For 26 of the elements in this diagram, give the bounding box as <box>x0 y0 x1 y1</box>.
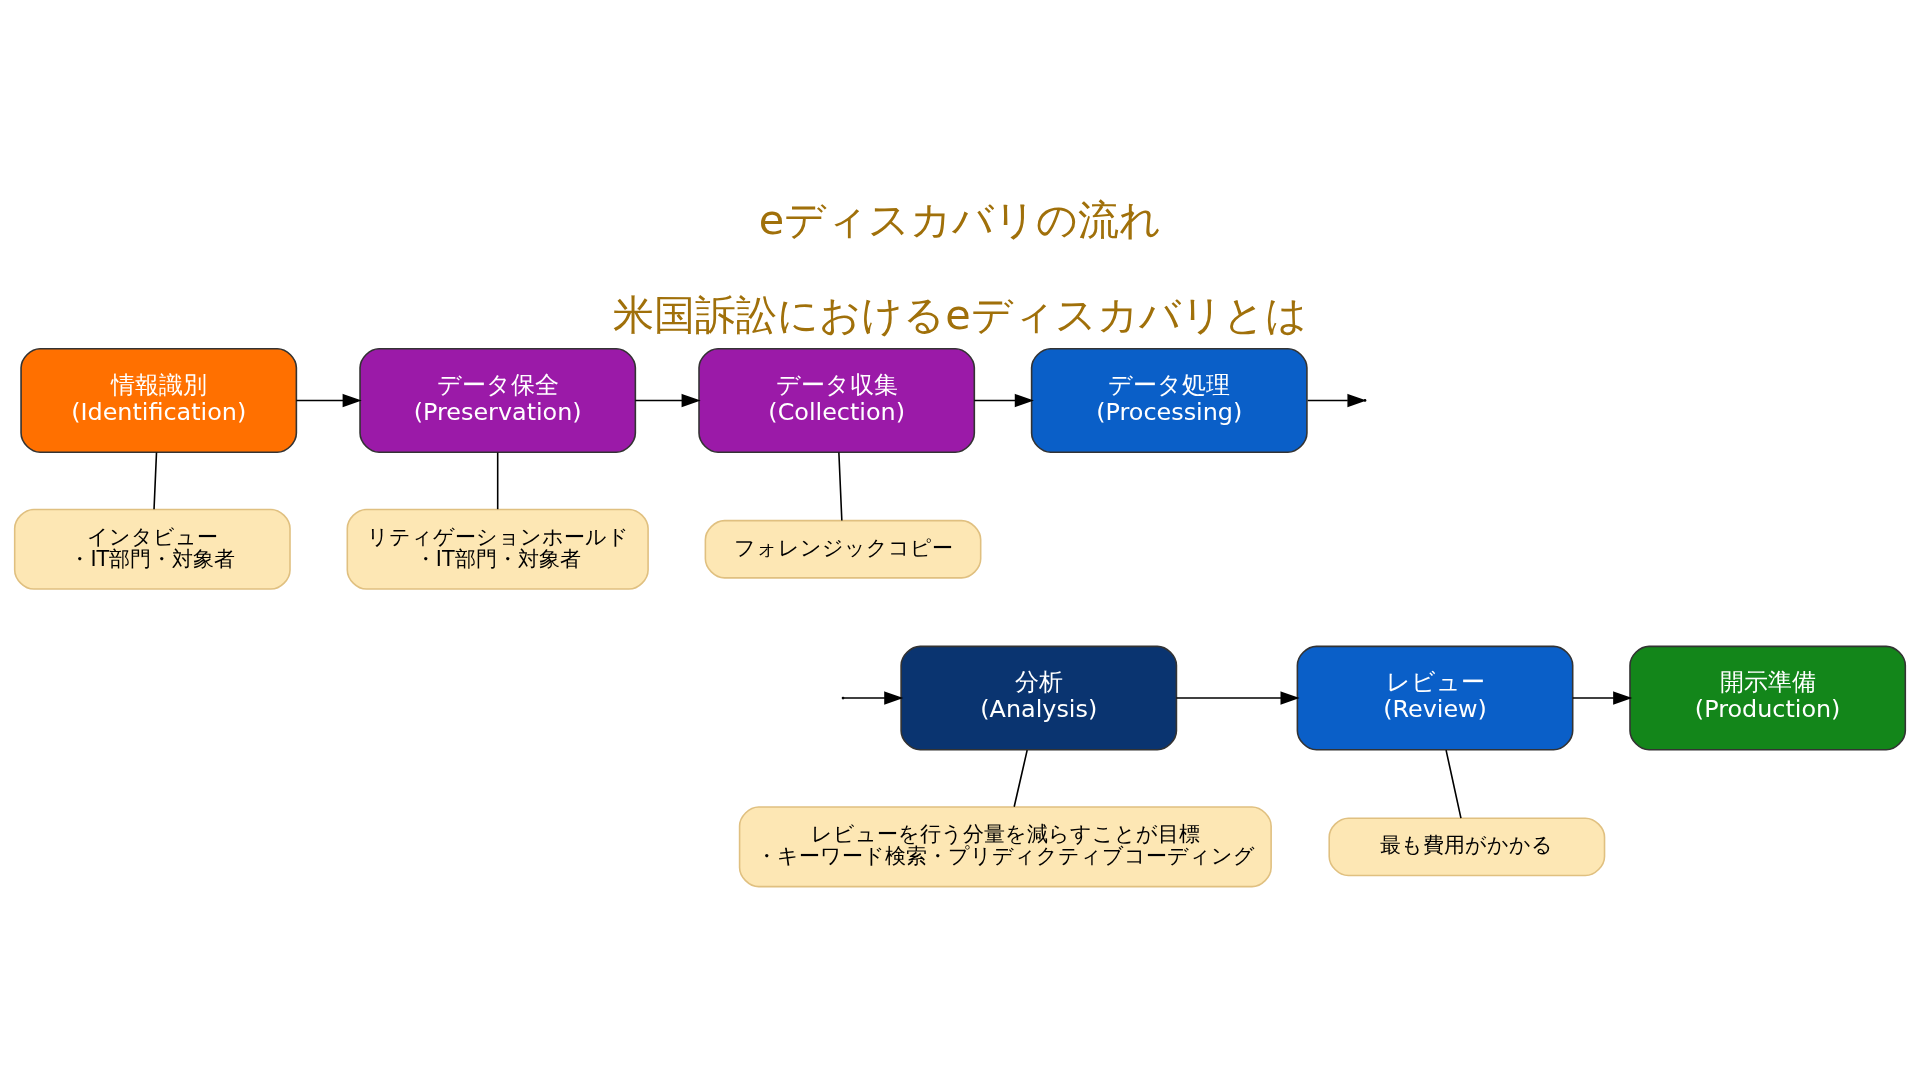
connector <box>153 451 158 510</box>
node-box: 開示準備 (Production) <box>1629 645 1907 751</box>
arrow <box>295 393 362 407</box>
connector <box>1013 748 1028 808</box>
node-box: 分析 (Analysis) <box>900 645 1178 751</box>
node-box: レビューを行う分量を減らすことが目標 ・キーワード検索・プリディクティブコーディング <box>738 805 1272 887</box>
node-box: データ収集 (Collection) <box>698 347 976 453</box>
node-box: インタビュー ・IT部門・対象者 <box>13 508 291 590</box>
node-box: データ処理 (Processing) <box>1030 347 1308 453</box>
caption: 米国訴訟におけるeディスカバリとは <box>613 290 1307 339</box>
node-box: リティゲーションホールド ・IT部門・対象者 <box>346 508 649 590</box>
arrow <box>1175 690 1300 705</box>
node-box: データ保全 (Preservation) <box>359 347 637 453</box>
arrow <box>1571 690 1633 705</box>
arrow <box>1306 393 1367 407</box>
node-box: 情報識別 (Identification) <box>20 347 298 453</box>
arrow <box>843 690 904 705</box>
connector <box>838 451 843 521</box>
arrow <box>634 393 701 407</box>
connector <box>496 451 499 510</box>
arrow <box>973 393 1034 407</box>
connector <box>1445 748 1462 819</box>
diagram-title: eディスカバリの流れ <box>758 195 1162 244</box>
node-box: レビュー (Review) <box>1296 645 1574 751</box>
node-box: フォレンジックコピー <box>704 519 982 579</box>
node-box: 最も費用がかかる <box>1328 816 1606 876</box>
